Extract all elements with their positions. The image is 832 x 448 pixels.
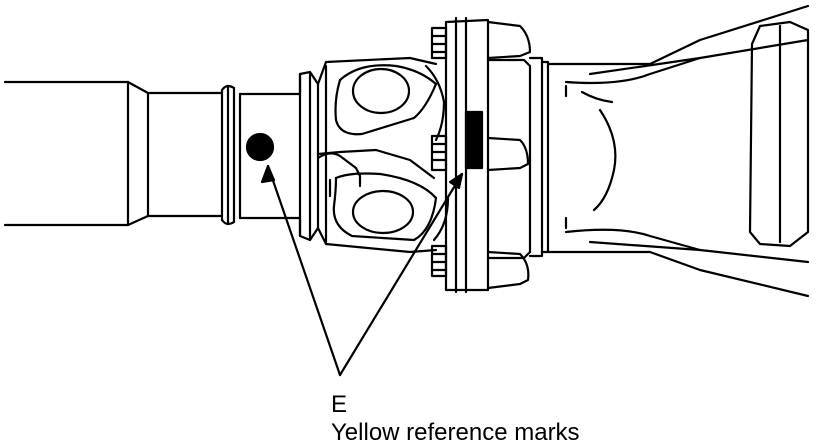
yoke-ear-upper — [351, 67, 411, 115]
yoke-ear-lower — [351, 189, 415, 235]
reference-mark-dot — [245, 132, 275, 162]
shaft-ring-band — [220, 84, 242, 226]
shaft-tube — [3, 80, 224, 227]
yoke-body — [316, 56, 450, 254]
output-housing — [546, 4, 810, 298]
callout-letter: E — [331, 391, 348, 418]
flange-bolts — [430, 26, 448, 278]
callout-leaders — [260, 164, 464, 377]
yoke-flange — [298, 70, 320, 242]
callout-caption: Yellow reference marks — [331, 419, 580, 446]
flange-collar — [486, 56, 550, 260]
reference-mark-bar — [464, 110, 484, 170]
arrowhead-to-bar — [448, 172, 464, 190]
arrowhead-to-dot — [260, 164, 276, 184]
